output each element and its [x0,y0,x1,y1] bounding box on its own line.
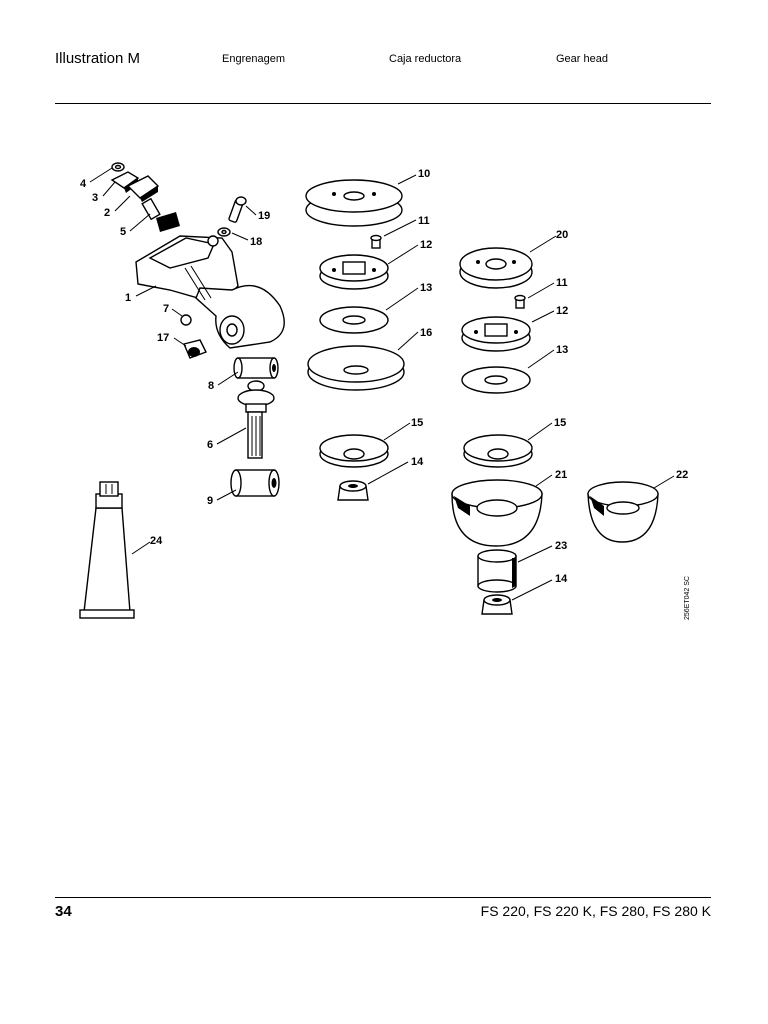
part-12-plate [319,254,389,290]
footer-divider [55,897,711,898]
callout-8: 8 [208,380,214,392]
part-15-thrust-washer [319,434,389,468]
part-7-plug [180,314,192,326]
part-2-washer [126,175,160,202]
model-list: FS 220, FS 220 K, FS 280, FS 280 K [480,903,711,919]
part-14-nut [337,480,369,501]
callout-labels: 4 3 2 5 1 7 17 8 6 9 24 19 18 10 11 12 1… [80,168,688,585]
part-12b-plate [461,316,531,352]
part-15b-thrust-washer [463,434,533,468]
title-spanish: Caja reductora [389,53,462,65]
page-number: 34 [55,903,72,920]
part-6-gear-shaft [237,380,275,459]
callout-23: 23 [555,540,567,552]
part-4-ring [111,162,125,172]
part-13-washer [319,306,389,334]
part-17-screw-plug [183,339,207,359]
callout-22: 22 [676,469,688,481]
callout-9: 9 [207,495,213,507]
part-11-screw [370,234,382,249]
callout-20: 20 [556,229,568,241]
title-portuguese: Engrenagem [222,53,285,65]
part-11b-screw [514,294,526,309]
callout-11a: 11 [418,215,430,227]
callout-6: 6 [207,439,213,451]
part-20-plate [459,247,533,289]
part-10-thrust-plate [305,179,403,227]
callout-2: 2 [104,207,110,219]
part-16-disc [307,345,405,391]
header-divider [55,103,711,104]
drawing-reference-code: 256ET042 SC [684,576,691,620]
callout-24: 24 [150,535,163,547]
callout-3: 3 [92,192,98,204]
callout-10: 10 [418,168,430,180]
callout-14b: 14 [555,573,568,585]
callout-13a: 13 [420,282,432,294]
callout-18: 18 [250,236,262,248]
callout-4: 4 [80,178,87,190]
part-14b-nut [481,594,513,615]
callout-1: 1 [125,292,131,304]
callout-15a: 15 [411,417,423,429]
callout-13b: 13 [556,344,568,356]
part-5-pinion [141,197,180,232]
callout-12b: 12 [556,305,568,317]
callout-7: 7 [163,303,169,315]
part-22-cup [587,481,659,543]
leader-lines [89,167,675,601]
part-18-washer [217,227,231,237]
callout-21: 21 [555,469,567,481]
callout-11b: 11 [556,277,568,289]
title-english: Gear head [556,53,608,65]
callout-17: 17 [157,332,169,344]
part-21-cup [451,479,543,547]
illustration-title: Illustration M [55,50,141,67]
part-1-housing [135,235,285,349]
part-8-bearing [233,357,279,379]
callout-12a: 12 [420,239,432,251]
part-9-bearing [230,469,280,497]
callout-16: 16 [420,327,432,339]
callout-5: 5 [120,226,126,238]
part-24-grease-tube [79,481,135,619]
callout-15b: 15 [554,417,566,429]
callout-19: 19 [258,210,270,222]
part-19-screw [228,196,247,223]
callout-14a: 14 [411,456,424,468]
part-23-sleeve [477,549,517,593]
part-13b-washer [461,366,531,394]
